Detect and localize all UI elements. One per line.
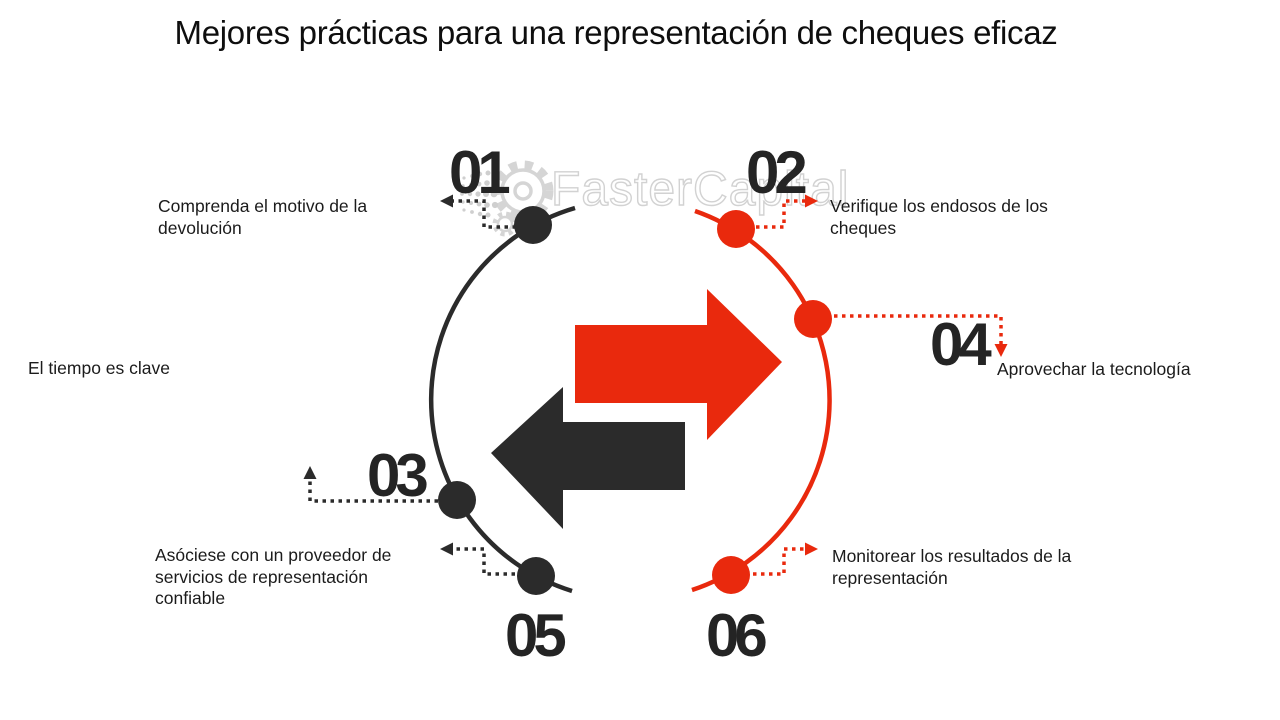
arrowhead-right-icon bbox=[805, 194, 818, 208]
center-arrow-right-icon bbox=[575, 289, 782, 440]
dot-cluster bbox=[460, 170, 499, 218]
step-number-06: 06 bbox=[706, 602, 768, 669]
step-label-04: Aprovechar la tecnología bbox=[997, 359, 1191, 379]
node-step-04 bbox=[794, 300, 832, 338]
gear-teeth bbox=[492, 160, 554, 222]
connector-step-05 bbox=[452, 547, 515, 576]
small-gear-ring bbox=[496, 215, 514, 233]
step-number-02: 02 bbox=[746, 139, 808, 206]
cycle-arc-left bbox=[428, 205, 576, 594]
node-step-01 bbox=[514, 206, 552, 244]
arrowhead-left-icon bbox=[440, 194, 453, 208]
center-arrow-left-icon bbox=[491, 387, 685, 529]
node-step-02 bbox=[717, 210, 755, 248]
cycle-arc-right bbox=[691, 208, 832, 593]
connector-step-06 bbox=[753, 547, 806, 576]
arrowhead-up-icon bbox=[303, 466, 317, 479]
step-label-06: Monitorear los resultados de la represen… bbox=[832, 546, 1072, 588]
step-label-02: Verifique los endosos de los cheques bbox=[830, 196, 1048, 238]
gear-hub bbox=[513, 181, 533, 201]
step-label-03: El tiempo es clave bbox=[28, 358, 171, 378]
connector-step-04 bbox=[834, 314, 1003, 345]
node-step-06 bbox=[712, 556, 750, 594]
step-number-04: 04 bbox=[930, 311, 992, 378]
arrowhead-down-icon bbox=[994, 344, 1008, 357]
page-title: Mejores prácticas para una representació… bbox=[174, 14, 1058, 51]
step-label-05: Asóciese con un proveedor de servicios d… bbox=[155, 545, 392, 609]
step-number-01: 01 bbox=[449, 139, 511, 206]
arrowhead-left-icon bbox=[440, 542, 453, 556]
watermark-brand: FasterCapital bbox=[550, 162, 850, 216]
step-label-01: Comprenda el motivo de la devolución bbox=[158, 196, 368, 238]
node-step-03 bbox=[438, 481, 476, 519]
step-number-05: 05 bbox=[505, 602, 567, 669]
node-step-05 bbox=[517, 557, 555, 595]
connector-step-03 bbox=[308, 478, 438, 503]
connector-step-02 bbox=[756, 199, 806, 229]
watermark: FasterCapital bbox=[450, 140, 870, 260]
step-number-03: 03 bbox=[367, 442, 429, 509]
arrowhead-right-icon bbox=[805, 542, 818, 556]
connector-step-01 bbox=[452, 199, 516, 229]
